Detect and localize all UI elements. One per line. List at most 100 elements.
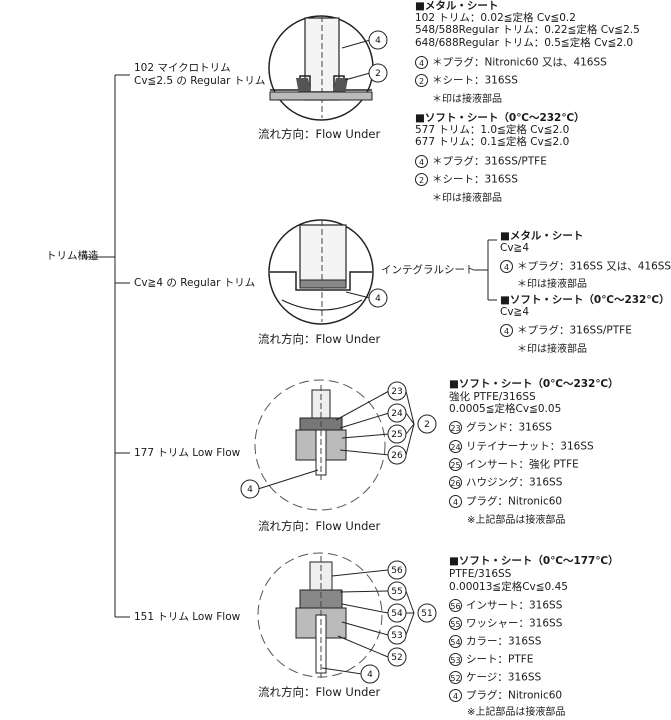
part-text: リテイナーナット：316SS (466, 440, 594, 453)
callout-4-56: 56 (391, 566, 403, 576)
spec-3-part: 4 プラグ：Nitronic60 (449, 495, 562, 509)
spec-4-title: ■ソフト・シート（0℃～177℃） (449, 555, 619, 567)
flow-caption-2: 流れ方向：Flow Under (258, 332, 381, 346)
part-number-badge: 24 (449, 440, 462, 453)
callout-4-54: 54 (391, 609, 403, 619)
part-text: カラー：316SS (466, 635, 542, 648)
spec-1-metal-line: 548/588Regular トリム：0.22≦定格 Cv≦2.5 (415, 24, 640, 36)
spec-2-soft-title: ■ソフト・シート（0℃～232℃） (500, 294, 670, 306)
spec-3-title: ■ソフト・シート（0℃～232℃） (449, 378, 619, 390)
spec-4-part: 55 ワッシャー：316SS (449, 617, 562, 631)
part-number-badge: 23 (449, 421, 462, 434)
part-text: ＊プラグ：316SS 又は、416SS (517, 260, 671, 273)
branch-1-label-2: Cv≦2.5 の Regular トリム (134, 75, 266, 87)
part-text: ハウジング：316SS (466, 476, 563, 489)
spec-4-part: 54 カラー：316SS (449, 635, 541, 649)
callout-4-52: 52 (391, 653, 402, 663)
spec-1-metal-note: ＊印は接液部品 (432, 94, 502, 105)
spec-4-part: 4 プラグ：Nitronic60 (449, 689, 562, 703)
callout-3-26: 26 (391, 451, 403, 461)
tree-lines (85, 74, 130, 618)
part-text: ＊シート：316SS (432, 74, 518, 87)
callout-4-53: 53 (391, 631, 402, 641)
spec-4-part: 56 インサート：316SS (449, 599, 562, 613)
part-number-badge: 26 (449, 476, 462, 489)
integral-seat-label: インテグラルシート (381, 264, 476, 276)
spec-4-line: 0.00013≦定格Cv≦0.45 (449, 581, 568, 593)
part-number-badge: 55 (449, 617, 462, 630)
spec-3-part: 23 グランド：316SS (449, 421, 552, 435)
part-text: ワッシャー：316SS (466, 617, 563, 630)
part-number-badge: 52 (449, 671, 462, 684)
spec-4-line: PTFE/316SS (449, 568, 512, 580)
callout-4-51: 51 (421, 609, 432, 619)
part-number-badge: 4 (449, 495, 462, 508)
callout-4-4: 4 (367, 670, 373, 680)
low-flow-177-drawing (240, 379, 437, 511)
spec-1-metal-title: ■メタル・シート (415, 0, 499, 12)
part-number-badge: 2 (415, 74, 428, 87)
spec-2-soft-cv: Cv≧4 (500, 306, 530, 318)
spec-3-line: 強化 PTFE/316SS (449, 391, 536, 403)
spec-2-soft-part: 4＊プラグ：316SS/PTFE (500, 324, 632, 338)
branch-4-label: 151 トリム Low Flow (134, 611, 241, 623)
part-text: ＊プラグ：316SS/PTFE (432, 155, 547, 168)
spec-3-part: 25 インサート：強化 PTFE (449, 458, 579, 472)
callout-numbers: 4 2 4 23 24 25 26 2 4 56 55 54 53 52 51 … (247, 36, 433, 680)
spec-1-metal-line: 648/688Regular トリム：0.5≦定格 Cv≦2.0 (415, 37, 634, 49)
part-text: グランド：316SS (466, 421, 552, 434)
part-number-badge: 53 (449, 653, 462, 666)
flow-caption-1: 流れ方向：Flow Under (258, 127, 381, 141)
spec-1-soft-part: 4 ＊プラグ：316SS/PTFE (415, 155, 547, 169)
spec-1-metal-part: 4 ＊プラグ：Nitronic60 又は、416SS (415, 56, 607, 70)
callout-3-24: 24 (391, 409, 403, 419)
part-number-badge: 4 (500, 260, 513, 273)
branch-3-label: 177 トリム Low Flow (134, 447, 241, 459)
low-flow-151-drawing (257, 552, 437, 684)
callout-3-23: 23 (391, 387, 402, 397)
spec-3-part: 24 リテイナーナット：316SS (449, 440, 594, 454)
spec-1-soft-title: ■ソフト・シート（0℃～232℃） (415, 112, 585, 124)
spec-3-part: 26 ハウジング：316SS (449, 476, 562, 490)
callout-1-2: 2 (375, 69, 381, 79)
part-number-badge: 4 (449, 689, 462, 702)
part-text: ＊シート：316SS (432, 173, 518, 186)
part-number-badge: 54 (449, 635, 462, 648)
spec-1-soft-line: 577 トリム：1.0≦定格 Cv≦2.0 (415, 124, 570, 136)
part-number-badge: 56 (449, 599, 462, 612)
regular-trim-drawing (268, 219, 497, 325)
spec-2-soft-note: ＊印は接液部品 (517, 344, 587, 355)
part-number-badge: 4 (415, 56, 428, 69)
part-text: ＊プラグ：Nitronic60 又は、416SS (432, 56, 607, 69)
spec-3-line: 0.0005≦定格Cv≦0.05 (449, 403, 562, 415)
spec-1-metal-part: 2 ＊シート：316SS (415, 74, 518, 88)
part-number-badge: 25 (449, 458, 462, 471)
spec-4-note: ※上記部品は接液部品 (467, 707, 566, 718)
spec-2-metal-note: ＊印は接液部品 (517, 279, 587, 290)
spec-2-metal-cv: Cv≧4 (500, 242, 530, 254)
part-text: プラグ：Nitronic60 (466, 495, 563, 508)
micro-trim-drawing (268, 15, 388, 121)
callout-3-4: 4 (247, 485, 253, 495)
spec-1-soft-line: 677 トリム：0.1≦定格 Cv≦2.0 (415, 136, 570, 148)
callout-3-2: 2 (424, 420, 430, 430)
callout-3-25: 25 (391, 430, 402, 440)
root-label: トリム構造 (46, 250, 99, 262)
branch-1-label-1: 102 マイクロトリム (134, 62, 231, 74)
spec-1-soft-note: ＊印は接液部品 (432, 193, 502, 204)
callout-2-4: 4 (375, 294, 381, 304)
flow-caption-4: 流れ方向：Flow Under (258, 685, 381, 699)
part-text: インサート：強化 PTFE (466, 458, 579, 471)
flow-caption-3: 流れ方向：Flow Under (258, 519, 381, 533)
part-number-badge: 4 (415, 155, 428, 168)
part-text: プラグ：Nitronic60 (466, 689, 563, 702)
spec-1-metal-line: 102 トリム：0.02≦定格 Cv≦0.2 (415, 12, 576, 24)
callout-4-55: 55 (391, 587, 402, 597)
part-text: インサート：316SS (466, 599, 563, 612)
spec-1-soft-part: 2＊シート：316SS (415, 173, 518, 187)
spec-2-metal-part: 4 ＊プラグ：316SS 又は、416SS (500, 260, 671, 274)
branch-2-label: Cv≧4 の Regular トリム (134, 277, 256, 289)
